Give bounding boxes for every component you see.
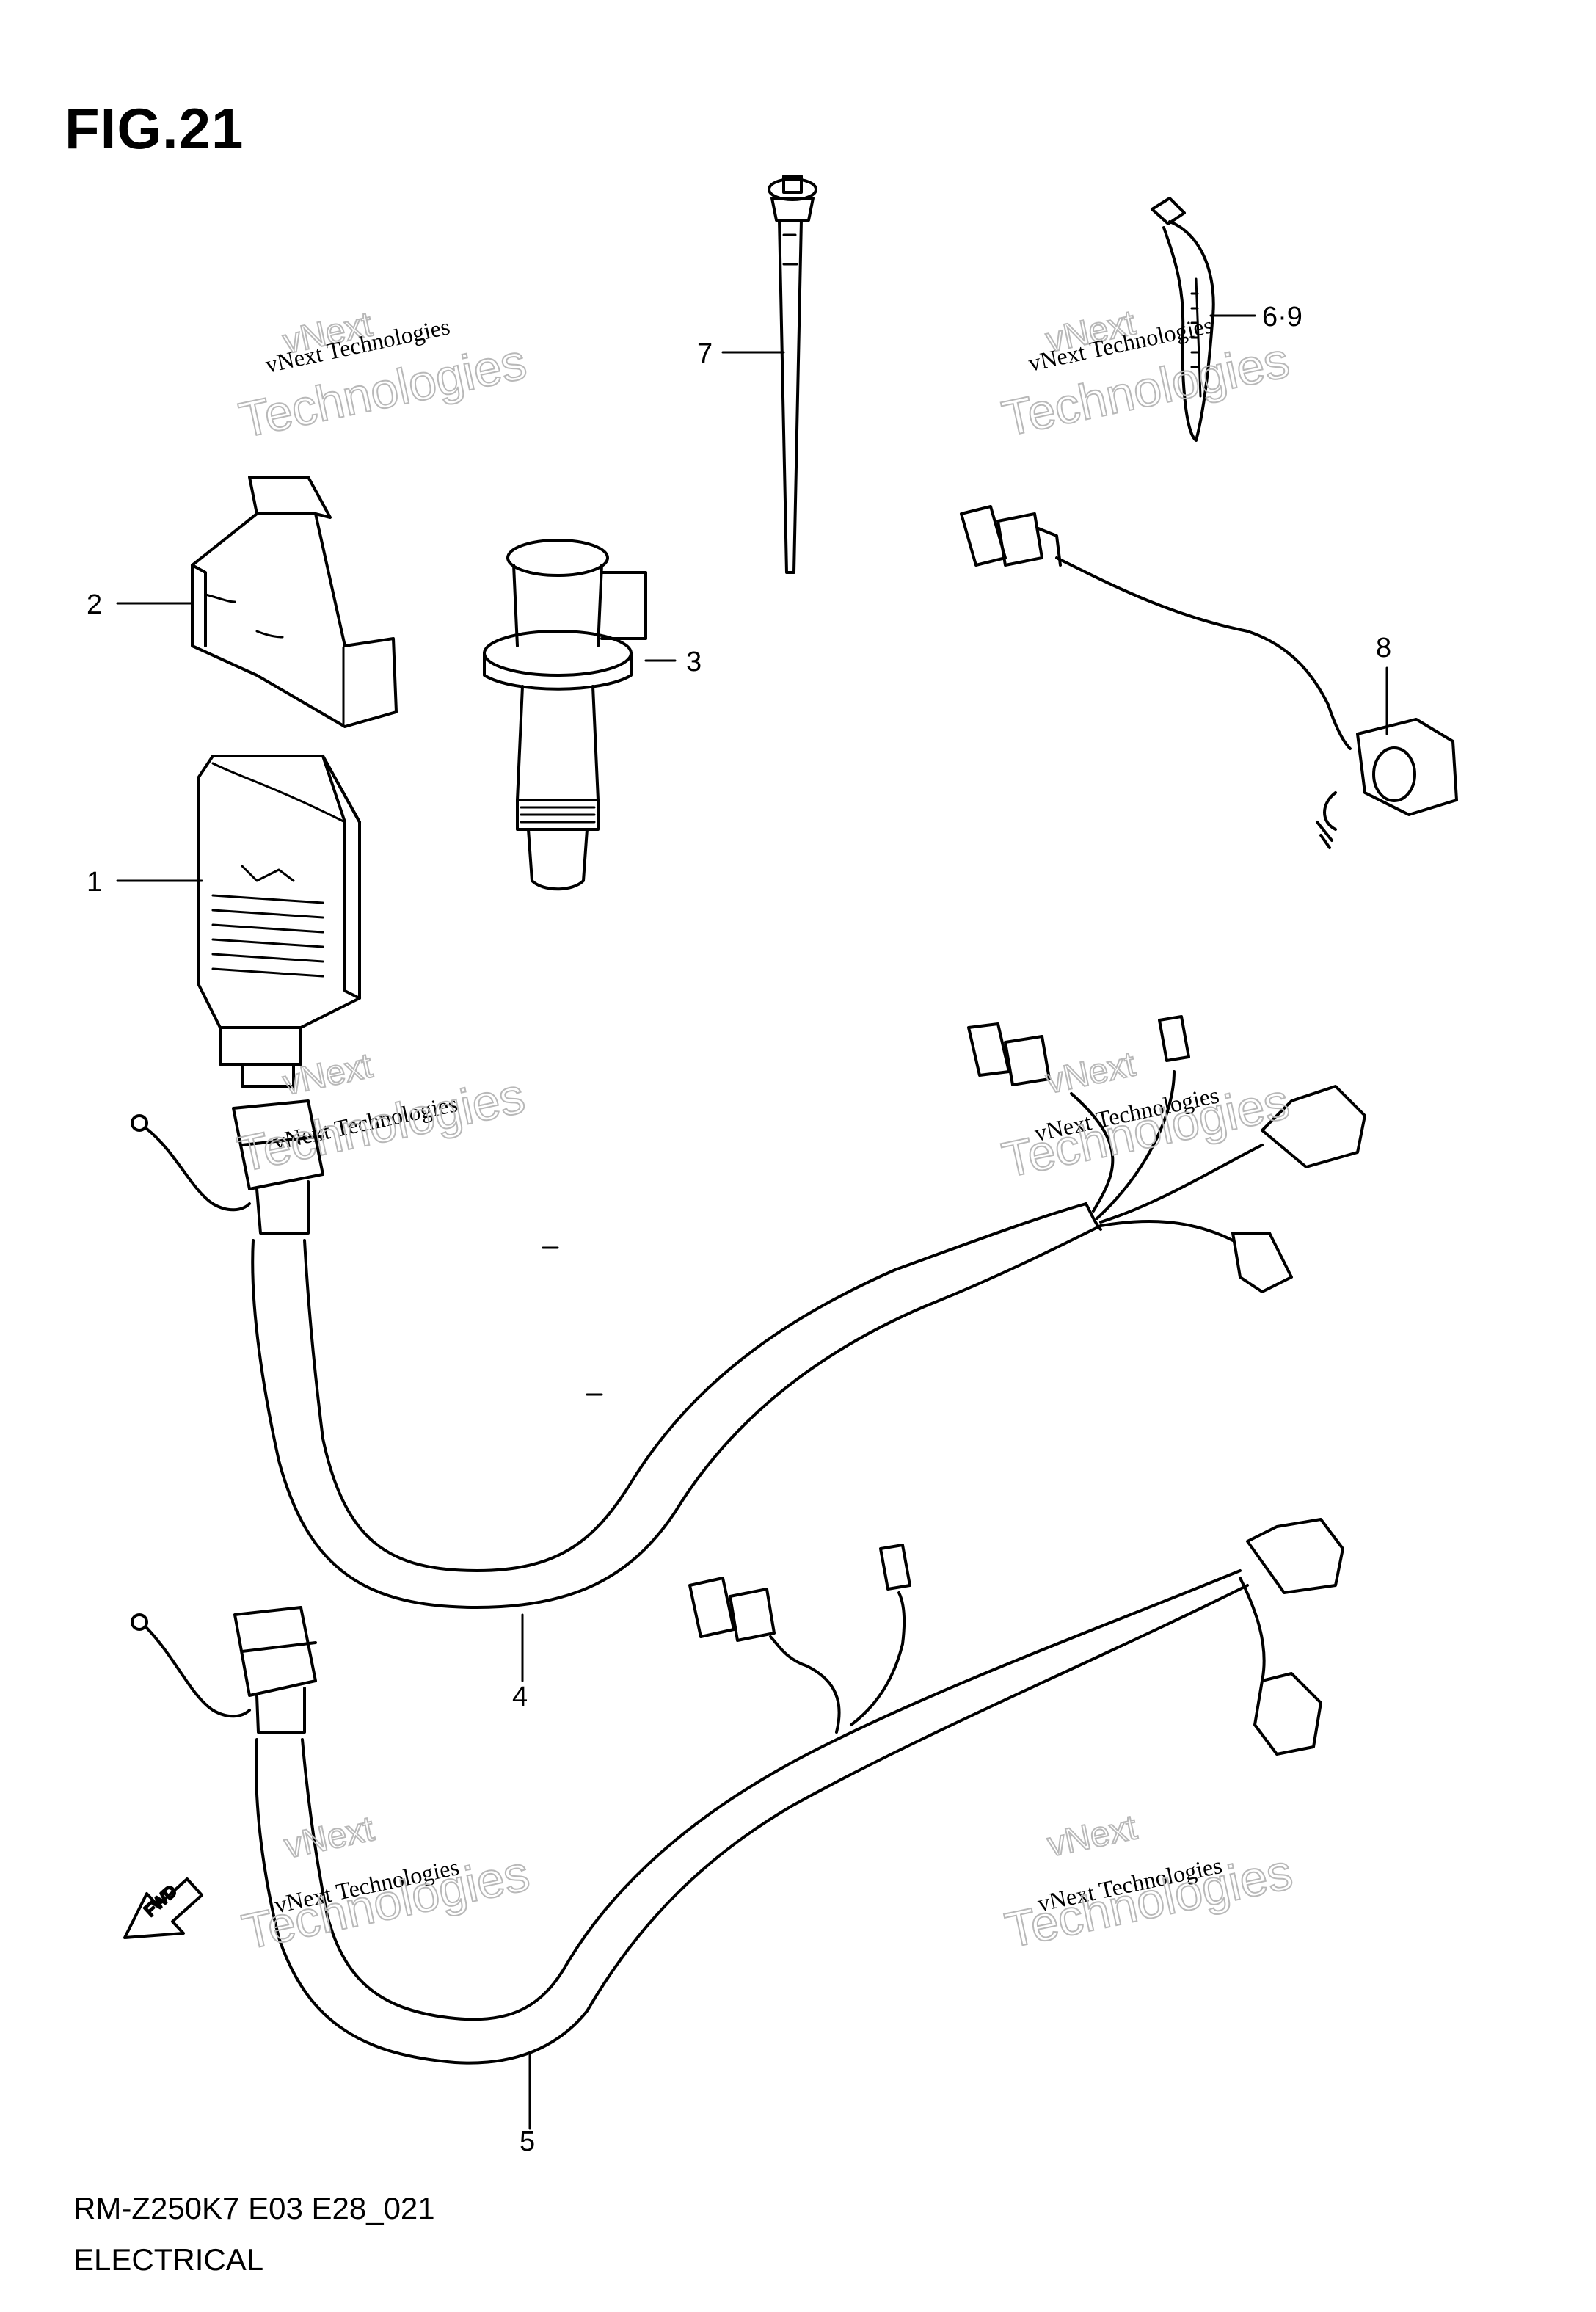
svg-text:vNext: vNext [1044,1808,1140,1864]
part-6-9-clamp [1151,197,1215,442]
forward-direction-arrow: FWD [123,1877,203,1939]
unit-grille [211,894,324,978]
callout-7: 7 [697,338,713,369]
leader-lines [116,314,1388,2130]
svg-text:vNext: vNext [1043,1044,1139,1101]
part-8-sensor [960,505,1458,849]
watermark-4: vNext vNext Technologies Technologies [996,1044,1294,1189]
part-1-control-unit [197,755,361,1088]
watermark-6: vNext vNext Technologies Technologies [1000,1807,1298,1959]
fwd-label: FWD [141,1882,181,1920]
callout-8: 8 [1376,633,1391,664]
callout-6-9: 6·9 [1262,302,1302,332]
callout-3: 3 [686,647,702,677]
svg-text:Technologies: Technologies [238,1845,534,1960]
section-name: ELECTRICAL [73,2242,264,2277]
watermark-2: vNext vNext Technologies Technologies [996,302,1294,448]
figure-title: FIG.21 [65,96,244,161]
svg-text:Technologies: Technologies [1001,1844,1297,1959]
model-code: RM-Z250K7 E03 E28_021 [73,2191,435,2225]
callout-4: 4 [512,1682,528,1712]
watermark-3: vNext vNext Technologies Technologies [232,1046,530,1184]
part-2-cover [191,476,398,728]
callout-2: 2 [87,589,102,620]
svg-text:Technologies: Technologies [997,1073,1294,1188]
svg-text:vNext: vNext [281,1809,377,1866]
part-3-ignition-coil [483,539,647,891]
part-4-wire-harness [131,1015,1366,1609]
part-7-cable-tie [768,175,817,574]
svg-text:vNext: vNext [280,1047,376,1103]
part-5-wire-harness [131,1518,1344,2065]
watermark-5: vNext vNext Technologies Technologies [237,1808,535,1960]
callout-1: 1 [87,867,102,898]
watermark-1: vNext vNext Technologies Technologies [234,305,532,450]
callout-5: 5 [520,2126,535,2157]
